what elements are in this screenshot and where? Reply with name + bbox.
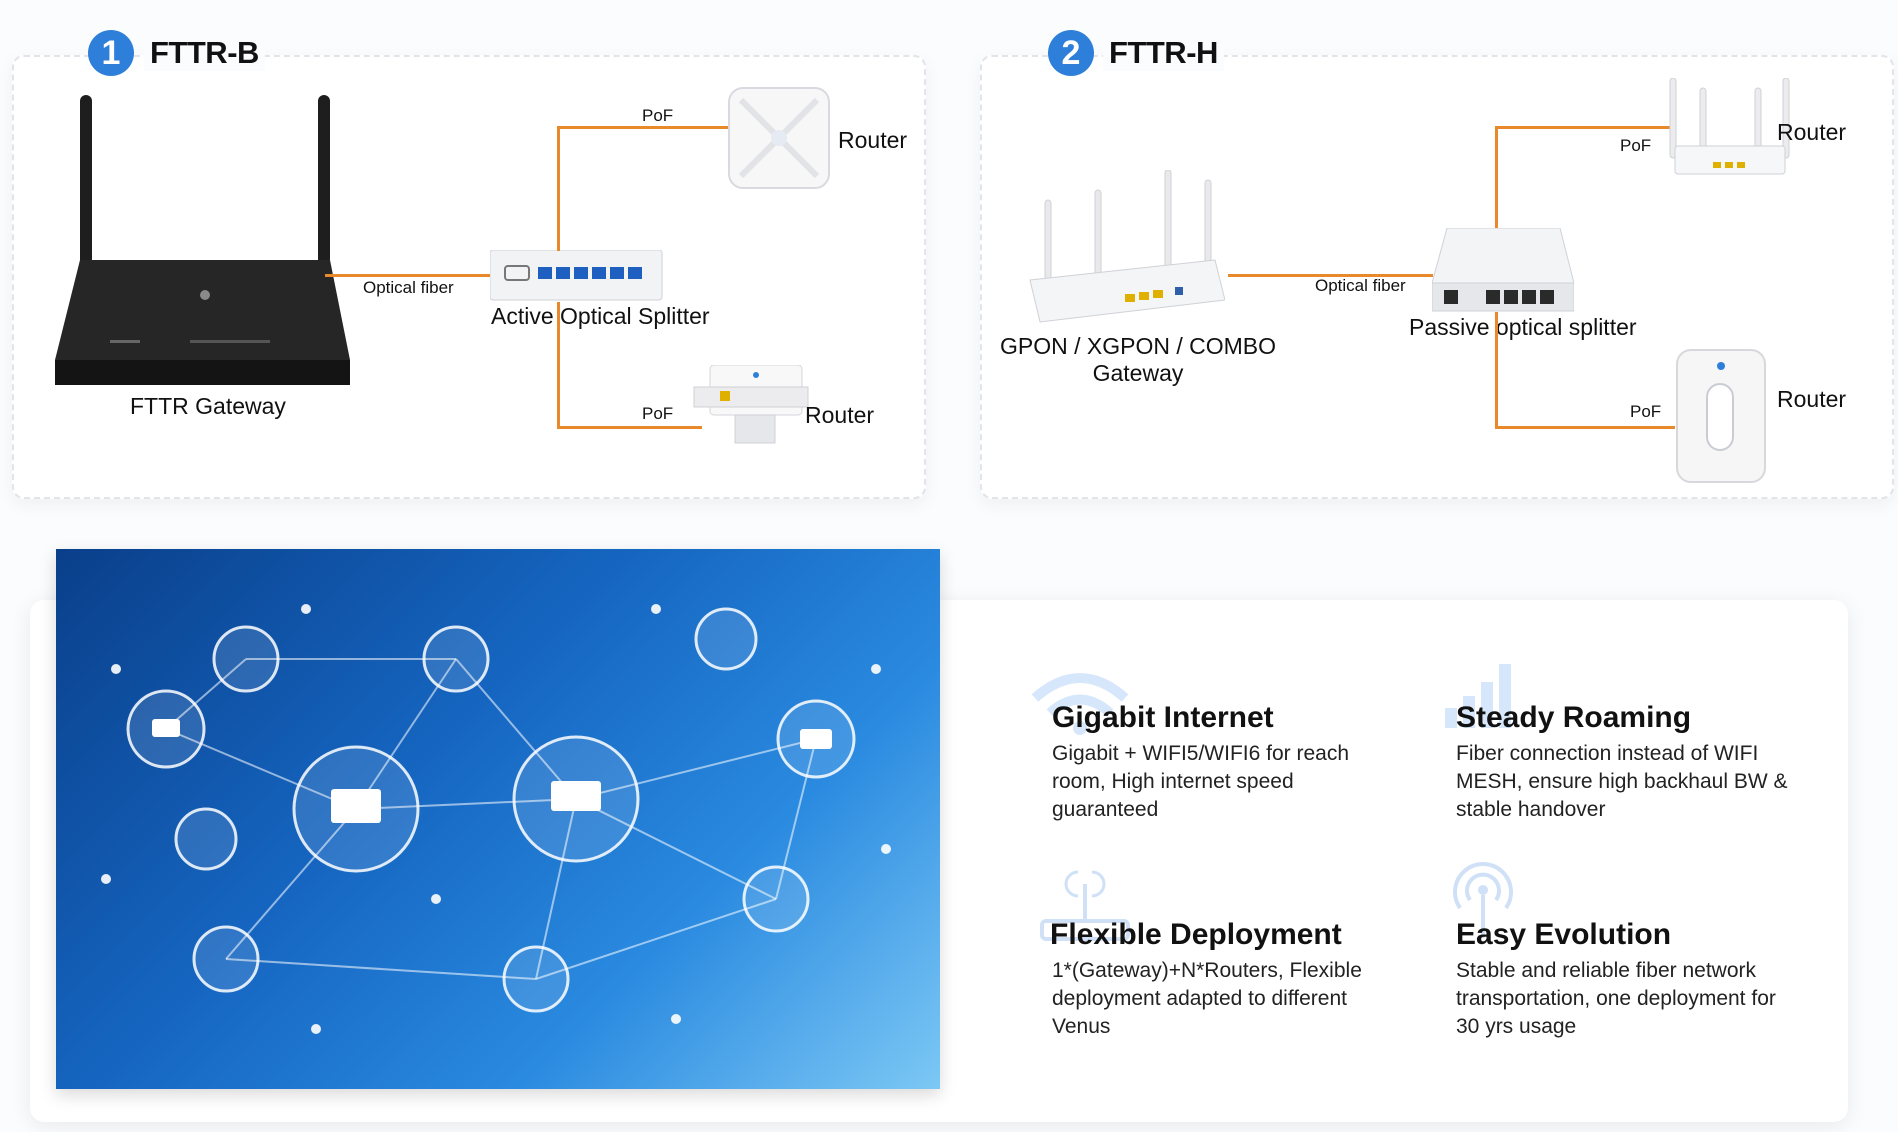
fttr-h-optical-fiber-line: [1228, 274, 1433, 277]
fttr-b-optical-fiber-label: Optical fiber: [363, 278, 454, 297]
gpon-gateway-label-line1: GPON / XGPON / COMBO: [999, 333, 1277, 359]
fttr-h-pof-line-vertical-bottom: [1495, 312, 1498, 428]
fttr-h-tower-router-device: [1676, 349, 1766, 483]
gpon-gateway-device: [1029, 170, 1225, 323]
fttr-b-pof-line-top: [557, 126, 732, 129]
passive-optical-splitter-device: [1432, 228, 1574, 312]
feature-title-gigabit-internet: Gigabit Internet: [1052, 701, 1274, 734]
fttr-b-title: FTTR-B: [144, 35, 265, 71]
fttr-gateway-label: FTTR Gateway: [130, 393, 286, 419]
fttr-b-router-top-label: Router: [838, 127, 908, 153]
network-illustration-graphic: [101, 604, 891, 1034]
router-antenna-icon: [1040, 870, 1130, 941]
fttr-h-pof-line-bottom: [1495, 426, 1675, 429]
wifi-icon: [1031, 673, 1129, 735]
fttr-b-pof-line-vertical-top: [557, 126, 560, 251]
passive-optical-splitter-label: Passive optical splitter: [1409, 314, 1637, 340]
feature-desc-flexible-deployment: 1*(Gateway)+N*Routers, Flexible deployme…: [1052, 959, 1362, 1038]
ceiling-router-device: [728, 87, 830, 189]
feature-title-flexible-deployment: Flexible Deployment: [1050, 918, 1342, 951]
fttr-h-pof-line-top: [1495, 126, 1670, 129]
active-optical-splitter-device: [490, 250, 663, 301]
active-optical-splitter-label: Active Optical Splitter: [491, 303, 710, 329]
fttr-h-optical-fiber-label: Optical fiber: [1315, 276, 1406, 295]
feature-title-easy-evolution: Easy Evolution: [1456, 918, 1672, 951]
wall-router-device: [693, 365, 809, 444]
fttr-h-antenna-router-device: [1669, 78, 1790, 175]
broadcast-icon: [1453, 862, 1513, 938]
fttr-b-pof-bottom-label: PoF: [642, 404, 674, 423]
fttr-b-pof-top-label: PoF: [642, 106, 674, 125]
fttr-h-router-bottom-label: Router: [1777, 386, 1847, 412]
network-illustration-image: [56, 549, 940, 1089]
fttr-gateway-device: [55, 95, 350, 385]
fttr-h-pof-line-vertical-top: [1495, 126, 1498, 228]
fttr-h-pof-bottom-label: PoF: [1630, 402, 1662, 421]
fttr-h-title: FTTR-H: [1103, 35, 1224, 71]
fttr-h-router-top-label: Router: [1777, 119, 1847, 145]
fttr-b-pof-line-vertical-bottom: [557, 302, 560, 428]
fttr-b-pof-line-bottom: [557, 426, 702, 429]
gpon-gateway-label-line2: Gateway: [1092, 360, 1184, 386]
signal-bars-icon: [1445, 664, 1511, 728]
feature-title-steady-roaming: Steady Roaming: [1456, 701, 1692, 734]
fttr-h-pof-top-label: PoF: [1620, 136, 1652, 155]
feature-desc-gigabit-internet: Gigabit + WIFI5/WIFI6 for reach room, Hi…: [1052, 742, 1350, 821]
feature-desc-steady-roaming: Fiber connection instead of WIFI MESH, e…: [1456, 742, 1788, 821]
fttr-b-optical-fiber-line: [325, 274, 495, 277]
fttr-b-router-bottom-label: Router: [805, 402, 875, 428]
feature-desc-easy-evolution: Stable and reliable fiber network transp…: [1456, 959, 1776, 1038]
fttr-h-number-badge: 2: [1048, 30, 1094, 76]
fttr-b-number-badge: 1: [88, 30, 134, 76]
